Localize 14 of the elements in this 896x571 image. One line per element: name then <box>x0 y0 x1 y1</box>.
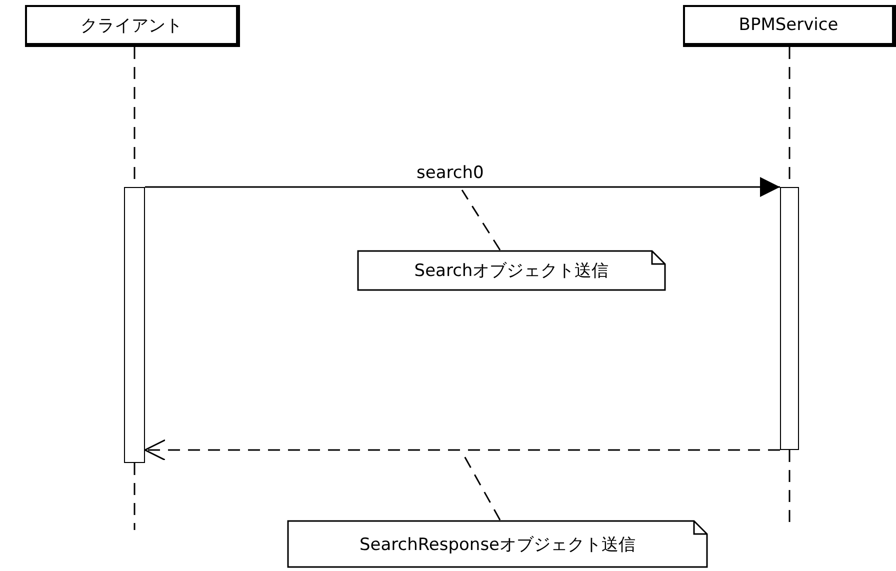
message-arrow <box>145 177 780 197</box>
note <box>357 250 666 291</box>
lifeline-name: BPMService <box>738 15 838 35</box>
lifeline-header <box>683 5 896 47</box>
note <box>287 520 708 568</box>
message-arrow <box>144 439 780 461</box>
note-text: SearchResponseオブジェクト送信 <box>359 534 636 556</box>
lifeline-name: クライアント <box>80 14 182 36</box>
leader-line <box>461 190 501 250</box>
lifeline-header <box>25 5 240 47</box>
note-text: Searchオブジェクト送信 <box>414 260 609 282</box>
activation-bar <box>780 187 799 450</box>
lifeline <box>134 463 136 530</box>
activation-bar <box>124 187 145 463</box>
